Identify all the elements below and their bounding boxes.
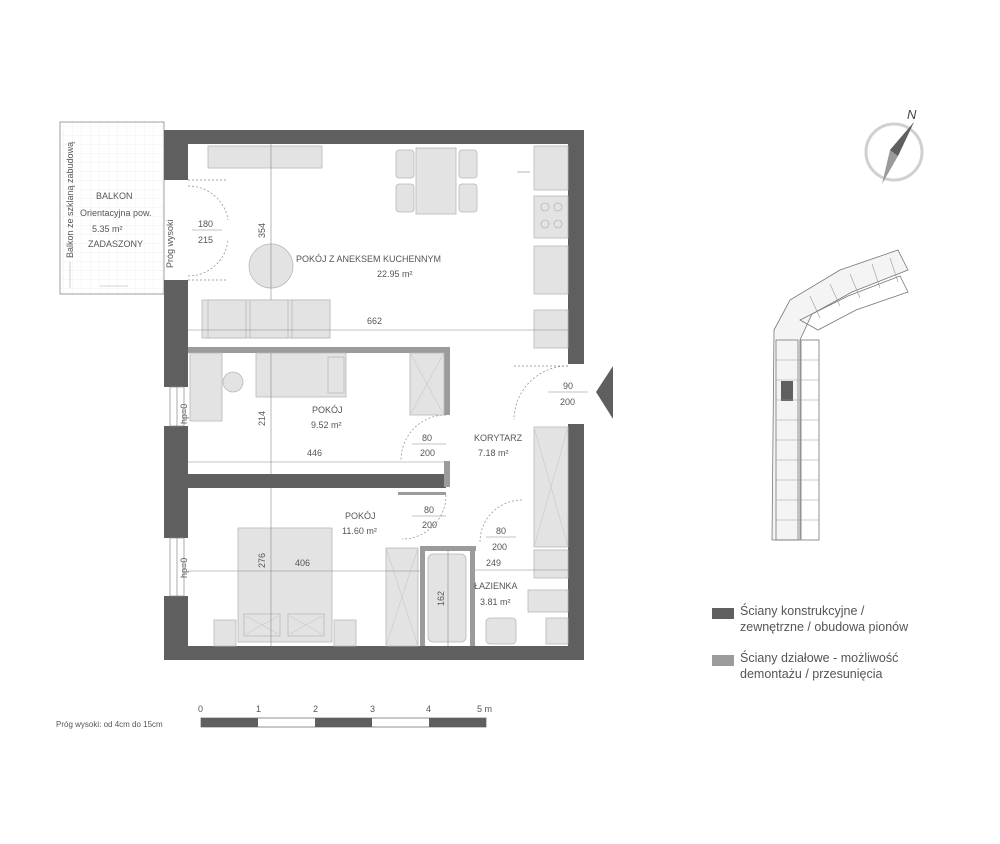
dim-living-depth: 354	[257, 223, 267, 238]
dim-door1-w: 80	[422, 433, 432, 443]
legend-partition-line2: demontażu / przesunięcia	[740, 667, 883, 681]
compass-n-label: N	[907, 107, 917, 122]
scale-tick-4: 4	[426, 704, 431, 714]
partition-walls	[188, 347, 476, 646]
dim-door2-h: 200	[422, 520, 437, 530]
room2-area: 11.60 m²	[342, 526, 377, 536]
scale-tick-5: 5 m	[477, 704, 492, 714]
balcony-area: 5.35 m²	[92, 224, 123, 234]
balcony-vertical-note: Balkon ze szklaną zabudową	[65, 142, 75, 258]
dim-room1-depth: 214	[257, 411, 267, 426]
scale-bar: 0 1 2 3 4 5 m	[198, 704, 492, 728]
living-area: 22.95 m²	[377, 269, 413, 279]
entrance-arrow	[596, 366, 613, 419]
balcony	[59, 121, 165, 295]
dim-door3-w: 80	[496, 526, 506, 536]
dim-entry-h: 200	[560, 397, 575, 407]
windows	[169, 386, 185, 597]
balcony-name: BALKON	[96, 191, 133, 201]
room2-name: POKÓJ	[345, 511, 376, 521]
legend-structural-text: Ściany konstrukcyjne / zewnętrzne / obud…	[740, 603, 908, 635]
scale-tick-3: 3	[370, 704, 375, 714]
dim-balcony-door-w: 180	[198, 219, 213, 229]
room1-name: POKÓJ	[312, 405, 343, 415]
doors	[187, 179, 569, 543]
dim-entry-w: 90	[563, 381, 573, 391]
threshold-vertical: Próg wysoki	[165, 219, 175, 268]
dim-balcony-door-h: 215	[198, 235, 213, 245]
balcony-note: ZADASZONY	[88, 239, 143, 249]
dimension-lines	[188, 144, 588, 646]
dim-door3-h: 200	[492, 542, 507, 552]
dim-door1-h: 200	[420, 448, 435, 458]
compass-icon: N	[864, 107, 924, 184]
legend-partition-line1: Ściany działowe - możliwość	[740, 651, 899, 665]
bath-name: ŁAZIENKA	[474, 581, 518, 591]
hall-name: KORYTARZ	[474, 433, 523, 443]
dim-bath-depth: 162	[436, 591, 446, 606]
hp-label-1: hp=0	[179, 404, 189, 424]
furniture-details	[245, 352, 569, 647]
structural-walls	[164, 130, 584, 660]
dim-room2-width: 406	[295, 558, 310, 568]
living-name: POKÓJ Z ANEKSEM KUCHENNYM	[296, 254, 441, 264]
legend-structural-line2: zewnętrzne / obudowa pionów	[740, 620, 909, 634]
dim-living-width: 662	[367, 316, 382, 326]
legend-structural-swatch	[712, 608, 734, 619]
bath-area: 3.81 m²	[480, 597, 511, 607]
hall-area: 7.18 m²	[478, 448, 509, 458]
scale-tick-1: 1	[256, 704, 261, 714]
legend-partition-text: Ściany działowe - możliwość demontażu / …	[740, 650, 898, 682]
dim-door2-w: 80	[424, 505, 434, 515]
balcony-line1: Orientacyjna pow.	[80, 208, 152, 218]
hp-label-2: hp=0	[179, 558, 189, 578]
dim-room2-depth: 276	[257, 553, 267, 568]
scale-tick-2: 2	[313, 704, 318, 714]
threshold-note: Próg wysoki: od 4cm do 15cm	[56, 720, 163, 729]
dim-bath-width: 249	[486, 558, 501, 568]
room1-area: 9.52 m²	[311, 420, 342, 430]
building-key-plan	[771, 249, 909, 541]
scale-tick-0: 0	[198, 704, 203, 714]
dim-room1-width: 446	[307, 448, 322, 458]
legend-partition-swatch	[712, 655, 734, 666]
legend-structural-line1: Ściany konstrukcyjne /	[740, 604, 865, 618]
